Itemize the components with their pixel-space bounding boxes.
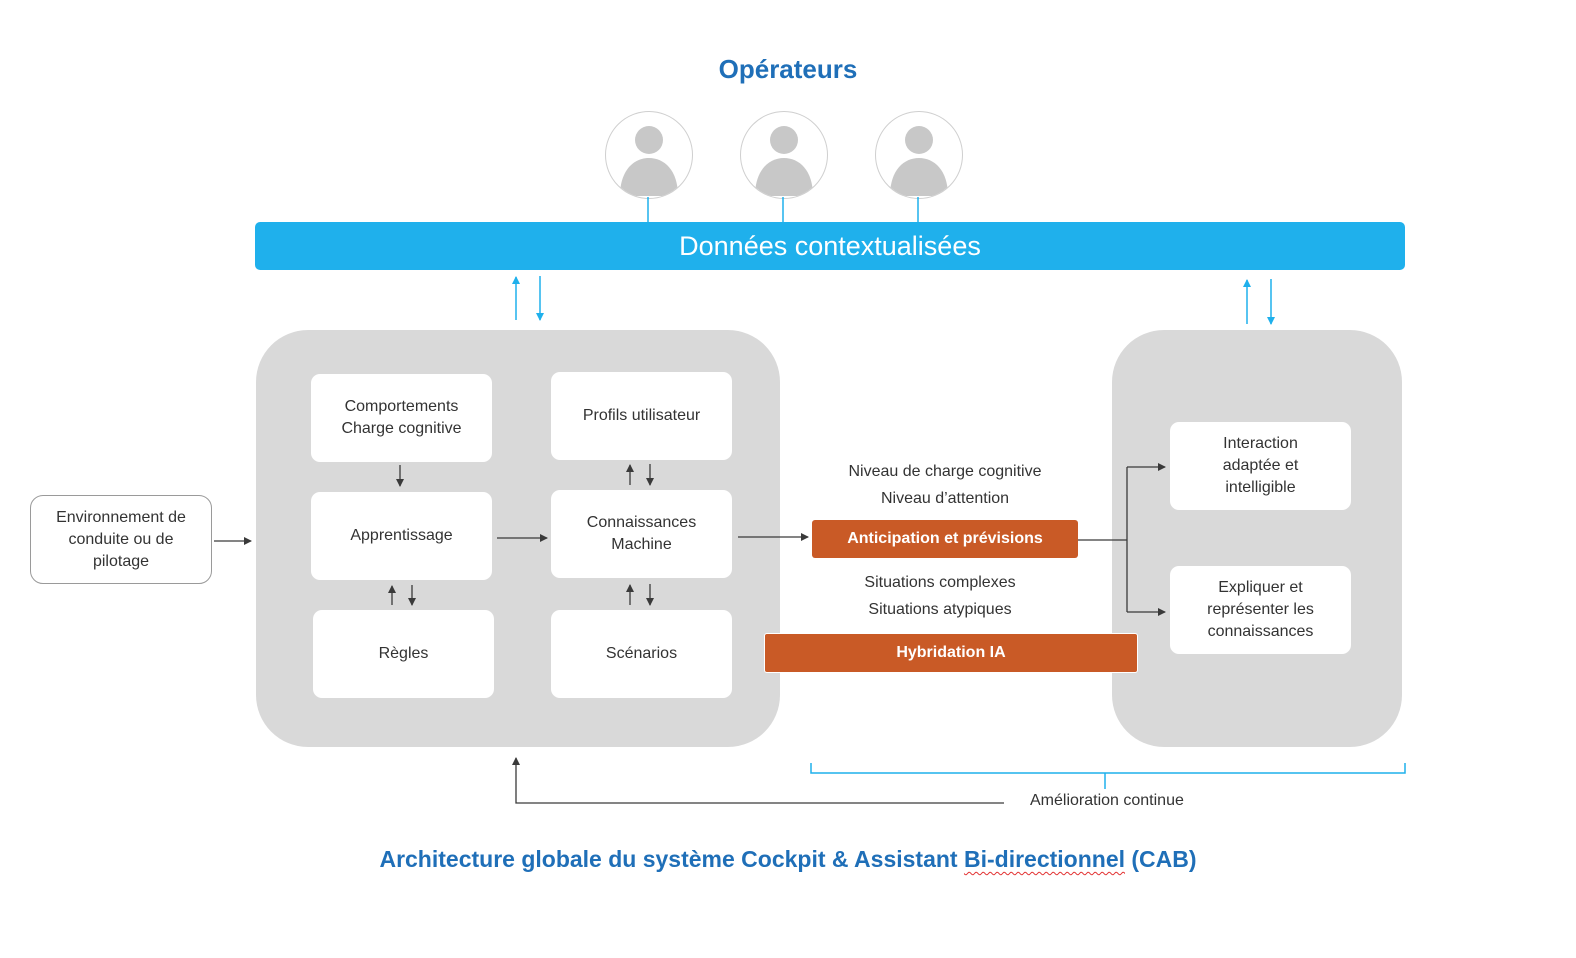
regles-box: Règles (313, 610, 494, 698)
right-panel (1112, 330, 1402, 747)
caption-part-3: (CAB) (1125, 846, 1197, 872)
comportements-line-2: Charge cognitive (341, 420, 462, 437)
apprentissage-box: Apprentissage (311, 492, 492, 580)
label-situations-complexes: Situations complexes (864, 574, 1016, 591)
label-situations-atypiques: Situations atypiques (868, 601, 1012, 618)
regles-label: Règles (378, 645, 429, 662)
connaissances-box: Connaissances Machine (551, 490, 732, 578)
scenarios-label: Scénarios (605, 645, 678, 662)
profils-box: Profils utilisateur (551, 372, 732, 460)
diagram-caption: Architecture globale du système Cockpit … (0, 846, 1576, 873)
connaissances-line-1: Connaissances (586, 514, 697, 531)
interaction-line-3: intelligible (1225, 479, 1296, 496)
expliquer-line-3: connaissances (1207, 623, 1314, 640)
environment-line-1: Environnement de (56, 508, 186, 526)
environment-line-2: conduite ou de (68, 530, 174, 548)
profils-label: Profils utilisateur (582, 407, 701, 424)
person-icon (620, 126, 678, 196)
comportements-line-1: Comportements (344, 398, 459, 415)
operator-avatar-3 (875, 111, 963, 199)
anticipation-box: Anticipation et prévisions (812, 520, 1078, 558)
hybridation-label: Hybridation IA (896, 644, 1006, 661)
comportements-box: Comportements Charge cognitive (311, 374, 492, 462)
environment-line-3: pilotage (92, 552, 150, 570)
interaction-box: Interaction adaptée et intelligible (1170, 422, 1351, 510)
scenarios-box: Scénarios (551, 610, 732, 698)
person-icon (890, 126, 948, 196)
anticipation-label: Anticipation et prévisions (847, 530, 1043, 547)
operator-avatar-1 (605, 111, 693, 199)
interaction-line-2: adaptée et (1222, 457, 1299, 474)
label-charge-cognitive: Niveau de charge cognitive (848, 463, 1042, 480)
context-data-label: Données contextualisées (679, 230, 981, 261)
operators-title: Opérateurs (718, 54, 858, 84)
context-data-bar: Données contextualisées (255, 222, 1405, 270)
caption-part-2: Bi-directionnel (963, 846, 1125, 872)
operator-avatar-2 (740, 111, 828, 199)
connaissances-line-2: Machine (611, 536, 672, 553)
expliquer-line-1: Expliquer et (1218, 579, 1303, 596)
caption-part-1: Architecture globale du système Cockpit … (379, 846, 964, 872)
expliquer-box: Expliquer et représenter les connaissanc… (1170, 566, 1351, 654)
feedback-arrow (512, 757, 1004, 804)
improvement-bracket (810, 763, 1406, 774)
person-icon (755, 126, 813, 196)
label-attention: Niveau d’attention (880, 490, 1010, 507)
apprentissage-label: Apprentissage (350, 527, 453, 544)
hybridation-box: Hybridation IA (764, 633, 1138, 673)
interaction-line-1: Interaction (1223, 435, 1298, 452)
continuous-improvement-label: Amélioration continue (1030, 792, 1184, 809)
expliquer-line-2: représenter les (1207, 601, 1314, 618)
environment-box: Environnement de conduite ou de pilotage (30, 495, 212, 584)
